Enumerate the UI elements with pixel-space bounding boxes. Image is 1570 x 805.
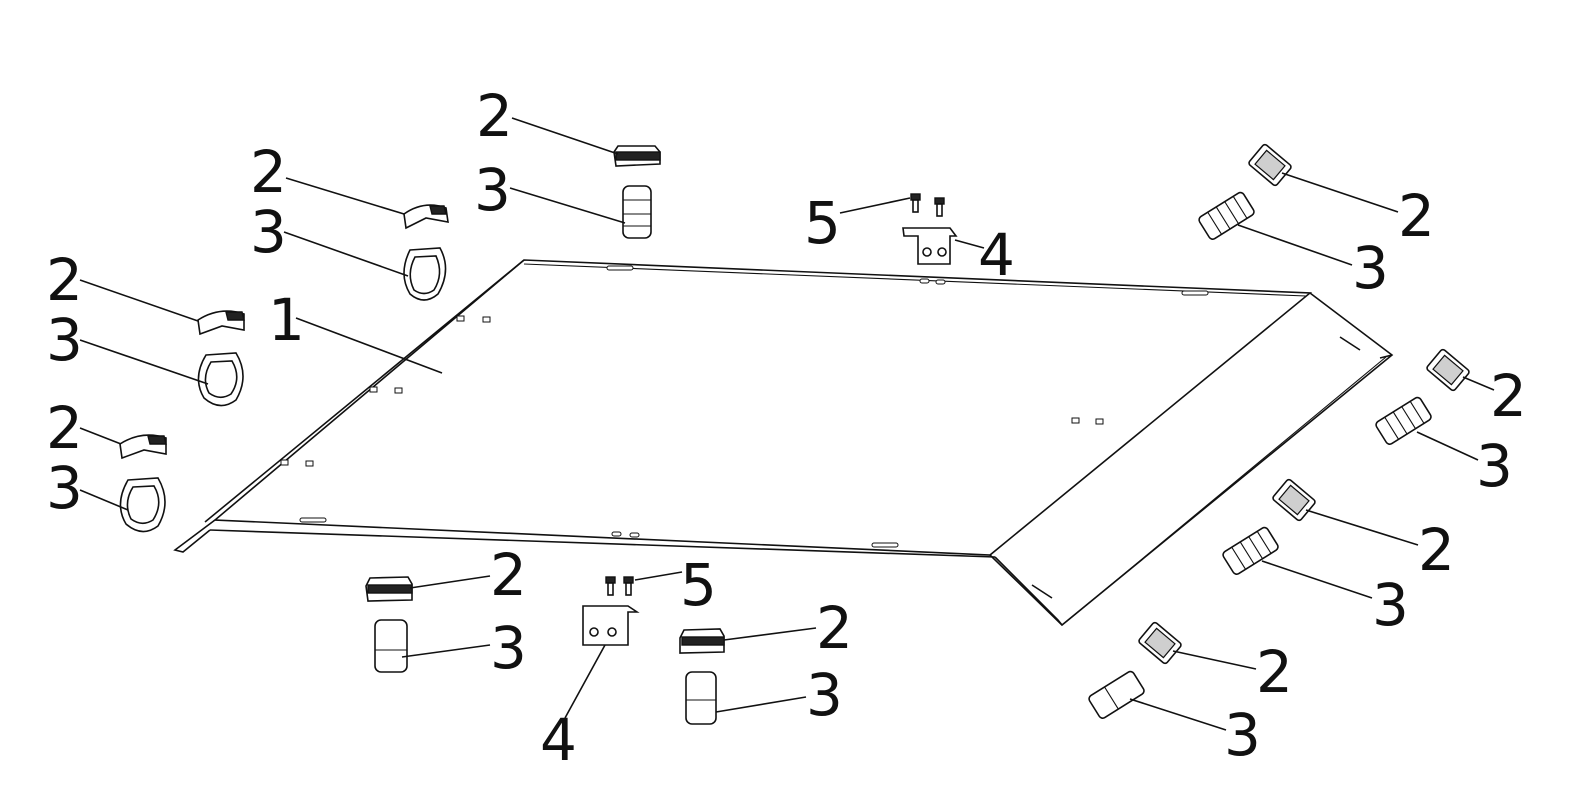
callout-part-1: 1: [268, 286, 305, 354]
callout-part-3: 3: [1224, 701, 1261, 769]
callout-part-3: 3: [490, 614, 527, 682]
callout-part-2: 2: [490, 541, 527, 609]
callout-part-3: 3: [474, 156, 511, 224]
callout-part-5: 5: [680, 551, 717, 619]
strap-clamp: [1222, 526, 1279, 575]
callout-part-2: 2: [476, 82, 513, 150]
strap-clamp: [1375, 396, 1432, 445]
callout-part-3: 3: [1476, 432, 1513, 500]
small-parts: [119, 143, 1470, 725]
callout-part-4: 4: [978, 221, 1015, 289]
callout-part-3: 3: [1372, 571, 1409, 639]
strap-clamp: [1088, 670, 1145, 719]
mounting-bracket: [902, 227, 958, 265]
retainer-clip: [197, 310, 245, 336]
callout-part-3: 3: [806, 661, 843, 729]
callout-part-2: 2: [46, 246, 83, 314]
mounting-bracket: [582, 605, 640, 646]
retainer-clip: [1272, 478, 1316, 522]
leader-lines: [79, 117, 1495, 731]
retainer-clip: [119, 434, 167, 460]
bolt: [910, 193, 945, 217]
strap-clamp: [119, 477, 166, 533]
retainer-clip: [403, 204, 449, 230]
callout-labels: 1 2 3 2 3 2 3 2 3 2 3 5 4 2 3 5 4 2 3 2 …: [46, 82, 1527, 774]
callout-part-3: 3: [250, 198, 287, 266]
retainer-clip: [1248, 143, 1292, 187]
callout-part-2: 2: [816, 594, 853, 662]
strap-clamp: [403, 247, 447, 301]
strap-clamp: [197, 352, 244, 407]
callout-part-2: 2: [1418, 516, 1455, 584]
strap-clamp: [374, 619, 408, 673]
bolt: [605, 576, 634, 596]
callout-part-2: 2: [46, 394, 83, 462]
callout-part-2: 2: [250, 138, 287, 206]
callout-part-5: 5: [804, 189, 841, 257]
callout-part-2: 2: [1398, 182, 1435, 250]
retainer-clip: [1426, 348, 1470, 392]
callout-part-3: 3: [46, 454, 83, 522]
callout-part-3: 3: [46, 306, 83, 374]
strap-clamp: [685, 671, 717, 725]
callout-part-2: 2: [1256, 638, 1293, 706]
retainer-clip: [1138, 621, 1182, 665]
retainer-clip: [679, 628, 725, 654]
callout-part-4: 4: [540, 706, 577, 774]
callout-part-3: 3: [1352, 234, 1389, 302]
retainer-clip: [613, 145, 661, 167]
cover-panel: [173, 259, 1394, 627]
strap-clamp: [622, 185, 652, 239]
strap-clamp: [1198, 191, 1255, 240]
retainer-clip: [365, 576, 413, 602]
callout-part-2: 2: [1490, 362, 1527, 430]
